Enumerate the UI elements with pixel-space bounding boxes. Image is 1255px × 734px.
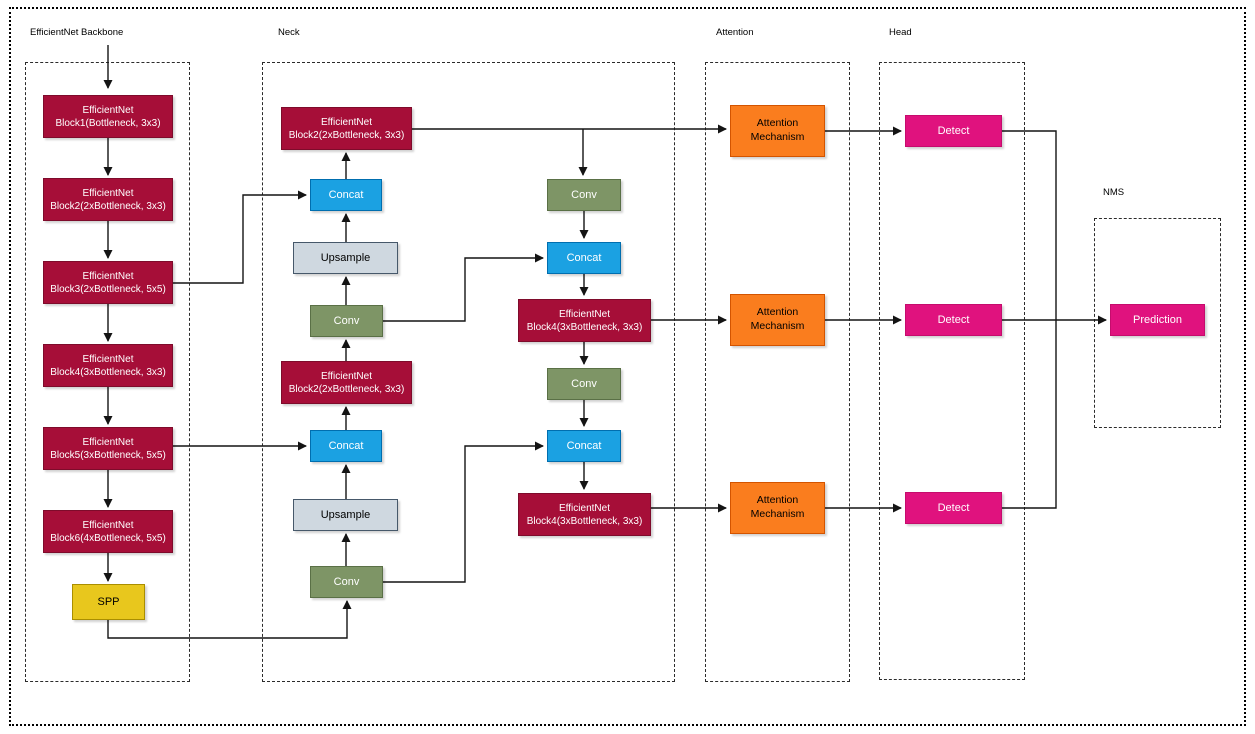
attention-line1: Attention [756, 494, 799, 507]
neck-block4-top-line1: EfficientNet [559, 308, 610, 320]
prediction-label: Prediction [1133, 313, 1182, 326]
backbone-block6: EfficientNet Block6(4xBottleneck, 5x5) [43, 510, 173, 553]
detect-label: Detect [937, 501, 970, 514]
backbone-spp: SPP [72, 584, 145, 620]
backbone-block5-line2: Block5(3xBottleneck, 5x5) [50, 449, 166, 461]
backbone-block4-line2: Block4(3xBottleneck, 3x3) [50, 366, 166, 378]
concat-label: Concat [566, 439, 602, 452]
backbone-block4: EfficientNet Block4(3xBottleneck, 3x3) [43, 344, 173, 387]
detect-label: Detect [937, 313, 970, 326]
neck-block2-top-line1: EfficientNet [321, 116, 372, 128]
upsample-label: Upsample [320, 508, 371, 521]
attention-section-label: Attention [716, 27, 754, 38]
neck-block2-bottom-line2: Block2(2xBottleneck, 3x3) [288, 383, 405, 395]
neck-section-label: Neck [278, 27, 300, 38]
conv-label: Conv [571, 188, 597, 201]
conv-label: Conv [333, 314, 360, 327]
neck-block2-top: EfficientNet Block2(2xBottleneck, 3x3) [281, 107, 412, 150]
neck-block4-bottom-line1: EfficientNet [559, 502, 610, 514]
attention-mechanism-1: Attention Mechanism [730, 105, 825, 157]
upsample-label: Upsample [320, 251, 371, 264]
backbone-block6-line2: Block6(4xBottleneck, 5x5) [50, 532, 166, 544]
neck-conv-2: Conv [310, 566, 383, 598]
attention-line1: Attention [756, 117, 799, 130]
backbone-block1-line2: Block1(Bottleneck, 3x3) [55, 117, 161, 129]
head-detect-2: Detect [905, 304, 1002, 336]
neck-container [262, 62, 675, 682]
neck-block2-bottom-line1: EfficientNet [321, 370, 372, 382]
backbone-section-label: EfficientNet Backbone [30, 27, 124, 38]
backbone-block2-line2: Block2(2xBottleneck, 3x3) [50, 200, 166, 212]
backbone-block5: EfficientNet Block5(3xBottleneck, 5x5) [43, 427, 173, 470]
backbone-block1-line1: EfficientNet [82, 104, 134, 116]
attention-line2: Mechanism [750, 508, 805, 520]
neck-upsample-2: Upsample [293, 499, 398, 531]
neck-conv-r2: Conv [547, 368, 621, 400]
neck-block2-bottom: EfficientNet Block2(2xBottleneck, 3x3) [281, 361, 412, 404]
attention-mechanism-3: Attention Mechanism [730, 482, 825, 534]
concat-label: Concat [566, 251, 602, 264]
neck-block4-top-line2: Block4(3xBottleneck, 3x3) [526, 321, 643, 333]
detect-label: Detect [937, 124, 970, 137]
neck-concat-2: Concat [310, 430, 382, 462]
attention-line2: Mechanism [750, 320, 805, 332]
attention-line2: Mechanism [750, 131, 805, 143]
concat-label: Concat [328, 439, 364, 452]
nms-prediction: Prediction [1110, 304, 1205, 336]
backbone-block3: EfficientNet Block3(2xBottleneck, 5x5) [43, 261, 173, 304]
neck-upsample-1: Upsample [293, 242, 398, 274]
conv-label: Conv [333, 575, 360, 588]
backbone-block2-line1: EfficientNet [82, 187, 134, 199]
backbone-block3-line1: EfficientNet [82, 270, 134, 282]
nms-section-label: NMS [1103, 187, 1125, 198]
neck-block2-top-line2: Block2(2xBottleneck, 3x3) [288, 129, 405, 141]
neck-conv-r1: Conv [547, 179, 621, 211]
attention-container [705, 62, 850, 682]
neck-concat-r1: Concat [547, 242, 621, 274]
backbone-block4-line1: EfficientNet [82, 353, 134, 365]
backbone-block1: EfficientNet Block1(Bottleneck, 3x3) [43, 95, 173, 138]
attention-line1: Attention [756, 306, 799, 319]
concat-label: Concat [328, 188, 364, 201]
head-detect-1: Detect [905, 115, 1002, 147]
backbone-block5-line1: EfficientNet [82, 436, 134, 448]
neck-block4-bottom: EfficientNet Block4(3xBottleneck, 3x3) [518, 493, 651, 536]
head-detect-3: Detect [905, 492, 1002, 524]
neck-block4-bottom-line2: Block4(3xBottleneck, 3x3) [526, 515, 643, 527]
spp-label: SPP [97, 595, 120, 608]
neck-concat-1: Concat [310, 179, 382, 211]
backbone-block2: EfficientNet Block2(2xBottleneck, 3x3) [43, 178, 173, 221]
conv-label: Conv [571, 377, 597, 390]
head-container [879, 62, 1025, 680]
attention-mechanism-2: Attention Mechanism [730, 294, 825, 346]
nms-container [1094, 218, 1221, 428]
backbone-block6-line1: EfficientNet [82, 519, 134, 531]
neck-conv-1: Conv [310, 305, 383, 337]
neck-concat-r2: Concat [547, 430, 621, 462]
head-section-label: Head [889, 27, 912, 38]
neck-block4-top: EfficientNet Block4(3xBottleneck, 3x3) [518, 299, 651, 342]
backbone-block3-line2: Block3(2xBottleneck, 5x5) [50, 283, 166, 295]
